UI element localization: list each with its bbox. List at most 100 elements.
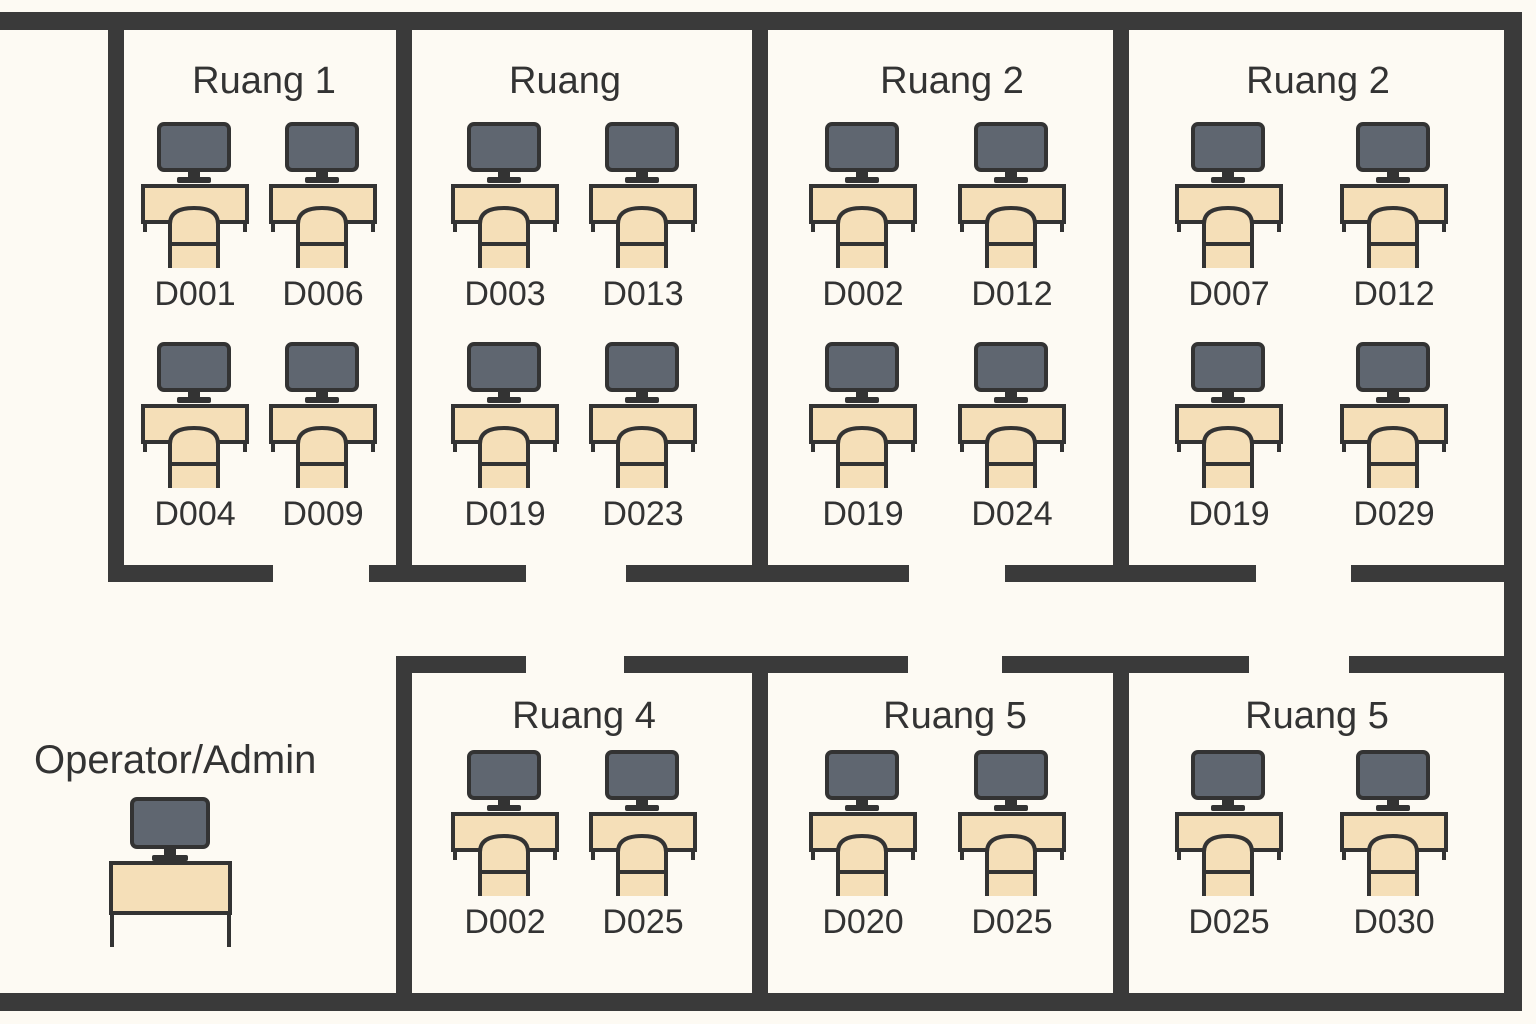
workstation-label: D004 (154, 495, 236, 533)
wall-upper-corridor-4 (1005, 565, 1256, 582)
workstation-label: D006 (282, 275, 364, 313)
room-label: Ruang 4 (512, 695, 656, 737)
chair-icon (616, 833, 668, 896)
workstation: D025 (1174, 748, 1284, 948)
monitor-icon (825, 342, 899, 392)
workstation-label: D024 (971, 495, 1053, 533)
monitor-icon (157, 342, 231, 392)
workstation: D030 (1339, 748, 1449, 948)
workstation: D002 (450, 748, 560, 948)
workstation: D007 (1174, 120, 1284, 320)
workstation-label: D012 (971, 275, 1053, 313)
monitor-icon (285, 122, 359, 172)
chair-icon (836, 205, 888, 268)
room-label: Ruang 1 (192, 60, 336, 102)
workstation-label: D025 (602, 903, 684, 941)
chair-icon (616, 425, 668, 488)
wall-upper-corridor-1 (108, 565, 273, 582)
chair-icon (296, 205, 348, 268)
workstation: D012 (1339, 120, 1449, 320)
chair-icon (1367, 425, 1419, 488)
monitor-icon (605, 750, 679, 800)
chair-icon (1367, 833, 1419, 896)
workstation: D025 (957, 748, 1067, 948)
monitor-icon (285, 342, 359, 392)
monitor-icon (157, 122, 231, 172)
workstation-label: D007 (1188, 275, 1270, 313)
wall-lower-corridor-4 (1349, 656, 1522, 673)
wall-upper-corridor-2 (369, 565, 526, 582)
chair-icon (1367, 205, 1419, 268)
workstation: D019 (808, 340, 918, 540)
room-label: Ruang (509, 60, 621, 102)
monitor-icon (825, 122, 899, 172)
wall-room4-left (396, 656, 412, 1011)
monitor-icon (1356, 750, 1430, 800)
chair-icon (296, 425, 348, 488)
monitor-icon (467, 342, 541, 392)
monitor-icon (467, 122, 541, 172)
room-label: Ruang 2 (1246, 60, 1390, 102)
wall-lower-corridor-1 (396, 656, 526, 673)
operator-workstation (108, 797, 233, 949)
room-label: Ruang 2 (880, 60, 1024, 102)
desk-icon (109, 861, 232, 915)
monitor-icon (1356, 342, 1430, 392)
chair-icon (168, 425, 220, 488)
wall-divider-4 (752, 656, 768, 1011)
chair-icon (478, 205, 530, 268)
chair-icon (836, 425, 888, 488)
workstation: D002 (808, 120, 918, 320)
workstation-label: D001 (154, 275, 236, 313)
workstation: D019 (1174, 340, 1284, 540)
chair-icon (1202, 205, 1254, 268)
workstation-label: D002 (822, 275, 904, 313)
chair-icon (1202, 833, 1254, 896)
wall-room1-left (108, 12, 124, 582)
workstation: D013 (588, 120, 698, 320)
workstation-label: D025 (971, 903, 1053, 941)
workstation-label: D009 (282, 495, 364, 533)
workstation-label: D012 (1353, 275, 1435, 313)
workstation-label: D019 (464, 495, 546, 533)
workstation-label: D002 (464, 903, 546, 941)
chair-icon (985, 833, 1037, 896)
monitor-icon (605, 122, 679, 172)
workstation-label: D019 (1188, 495, 1270, 533)
chair-icon (478, 833, 530, 896)
workstation: D004 (140, 340, 250, 540)
workstation: D020 (808, 748, 918, 948)
room-label: Ruang 5 (1245, 695, 1389, 737)
workstation-label: D020 (822, 903, 904, 941)
monitor-icon (1191, 342, 1265, 392)
wall-upper-corridor-5 (1351, 565, 1522, 582)
operator-label: Operator/Admin (34, 738, 317, 782)
chair-icon (836, 833, 888, 896)
monitor-icon (974, 750, 1048, 800)
workstation-label: D029 (1353, 495, 1435, 533)
wall-divider-3 (1113, 12, 1129, 582)
workstation: D001 (140, 120, 250, 320)
workstation-label: D030 (1353, 903, 1435, 941)
wall-right (1504, 12, 1522, 1011)
wall-divider-2 (752, 12, 768, 582)
monitor-icon (974, 342, 1048, 392)
desk-icon (809, 404, 917, 444)
wall-divider-1 (396, 12, 412, 582)
workstation: D024 (957, 340, 1067, 540)
workstation: D019 (450, 340, 560, 540)
monitor-icon (1191, 750, 1265, 800)
workstation-label: D025 (1188, 903, 1270, 941)
monitor-icon (825, 750, 899, 800)
monitor-icon (1356, 122, 1430, 172)
monitor-icon (130, 797, 210, 849)
workstation: D029 (1339, 340, 1449, 540)
monitor-icon (467, 750, 541, 800)
workstation: D012 (957, 120, 1067, 320)
monitor-icon (1191, 122, 1265, 172)
workstation: D025 (588, 748, 698, 948)
monitor-icon (605, 342, 679, 392)
chair-icon (478, 425, 530, 488)
chair-icon (985, 425, 1037, 488)
chair-icon (616, 205, 668, 268)
